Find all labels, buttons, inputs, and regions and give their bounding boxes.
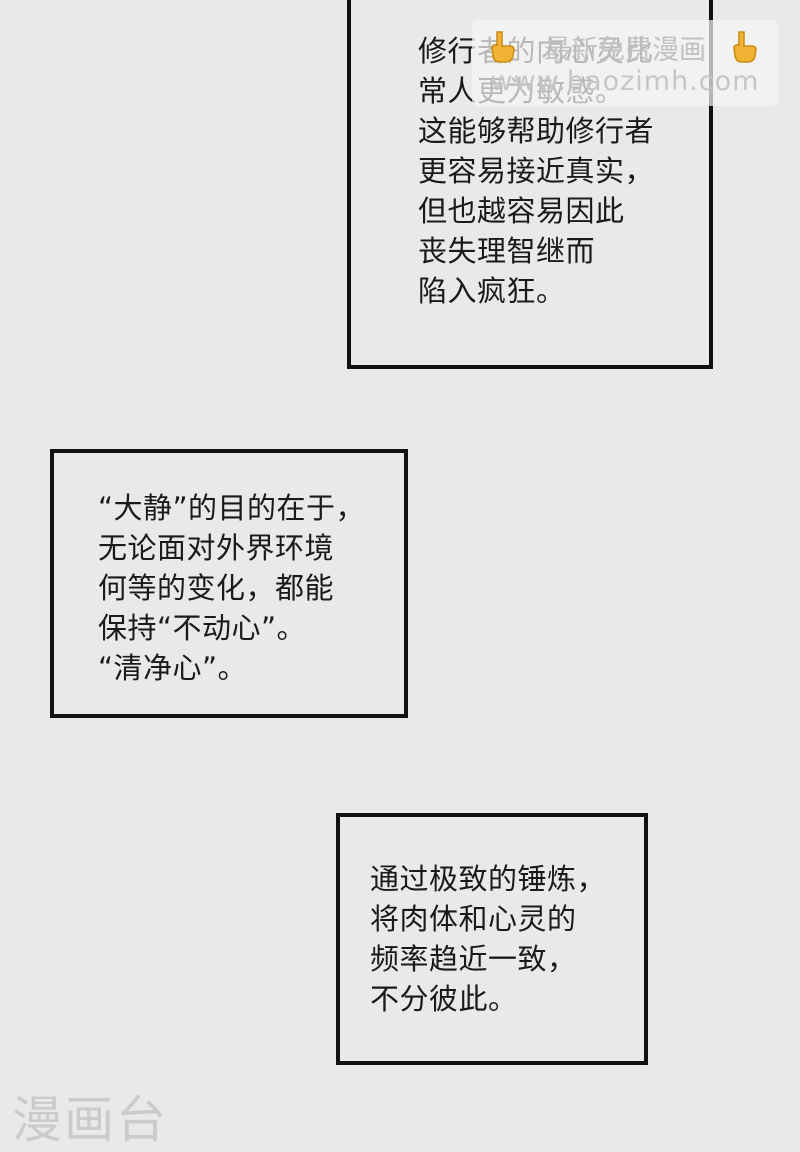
pointing-down-hand-icon: [491, 31, 515, 63]
watermark-banner: 最新免费漫画 www.baozimh.com: [472, 20, 778, 106]
corner-watermark-logo: 漫画台: [12, 1091, 168, 1149]
watermark-line-2: www.baozimh.com: [490, 66, 760, 97]
caption-text-3: 通过极致的锤炼， 将肉体和心灵的 频率趋近一致， 不分彼此。: [370, 862, 607, 1016]
caption-box-2: “大静”的目的在于， 无论面对外界环境 何等的变化，都能 保持“不动心”。 “清…: [50, 449, 408, 718]
watermark-line-1: 最新免费漫画: [544, 35, 706, 66]
caption-text-2: “大静”的目的在于， 无论面对外界环境 何等的变化，都能 保持“不动心”。 “清…: [98, 491, 366, 685]
pointing-down-hand-icon: [733, 31, 757, 63]
caption-box-3: 通过极致的锤炼， 将肉体和心灵的 频率趋近一致， 不分彼此。: [336, 813, 648, 1065]
